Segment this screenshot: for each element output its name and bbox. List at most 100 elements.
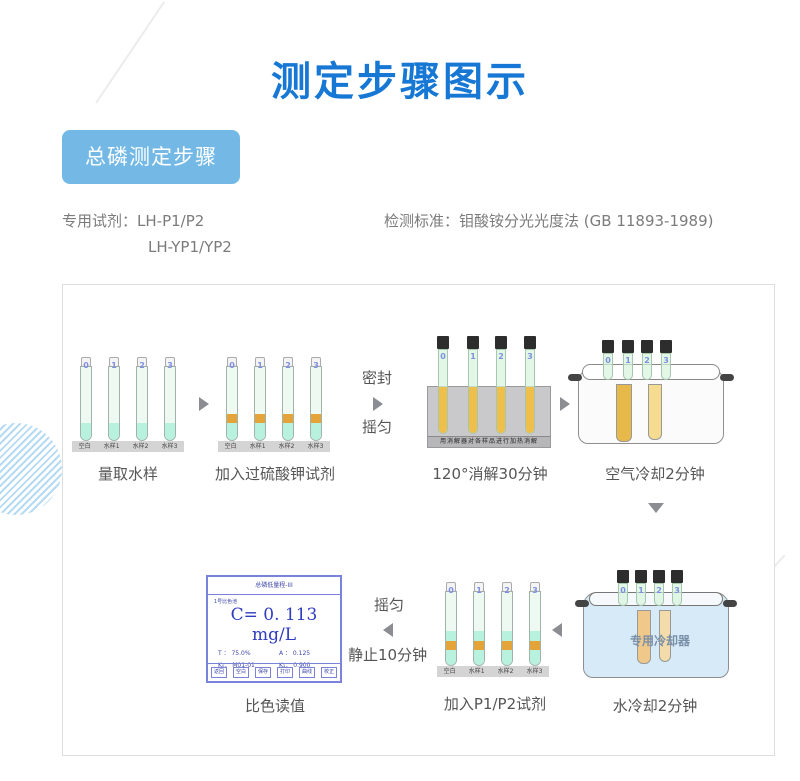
tube-number: 1 (257, 361, 263, 370)
reagent-2: LH-YP1/YP2 (148, 238, 232, 256)
tube-glass (108, 366, 120, 441)
screen-a: A ： 0.125 (279, 650, 311, 657)
reagent-band (283, 414, 293, 423)
reagent-band (311, 414, 321, 423)
rack-label: 水样2 (278, 443, 295, 450)
step-3-label: 120°消解30分钟 (432, 465, 548, 483)
tube-glass (473, 591, 485, 666)
step-5-label: 水冷却2分钟 (612, 697, 698, 715)
rack-label: 水样3 (161, 443, 178, 450)
screen-buttons: 返回 空白 保存 打印 曲线 校正 (208, 663, 340, 681)
water-cooling-basin: 专用冷却器 0 1 2 3 (575, 570, 737, 680)
test-tube: 2 (282, 357, 294, 441)
screen-button-print[interactable]: 打印 (276, 667, 293, 678)
tube-glass (80, 366, 92, 441)
test-tube: 3 (164, 357, 176, 441)
reagent-band (227, 414, 237, 423)
arrow-left-icon (552, 623, 562, 637)
cooling-tube: 2 (653, 570, 665, 606)
tube-number: 2 (285, 361, 291, 370)
cooling-tube: 1 (635, 570, 647, 606)
reagent-band (446, 641, 456, 650)
test-tube: 1 (473, 582, 485, 666)
tube-glass (164, 366, 176, 441)
tube-glass (226, 366, 238, 441)
tube-number: 3 (167, 361, 173, 370)
tube-number: 0 (83, 361, 89, 370)
arrow-right-icon (199, 397, 209, 411)
tube-number: 3 (532, 586, 538, 595)
shake-text-2: 摇匀 (374, 596, 405, 614)
tube-liquid (109, 423, 119, 440)
rack-label: 空白 (443, 668, 456, 675)
tube-cap (227, 357, 237, 367)
reagent-band (474, 641, 484, 650)
tube-number: 0 (229, 361, 235, 370)
tube-glass (136, 366, 148, 441)
tube-cap (81, 357, 91, 367)
digest-tube: 3 (524, 336, 536, 434)
test-tube: 0 (80, 357, 92, 441)
rack-label: 水样1 (468, 668, 485, 675)
rack-label: 水样2 (497, 668, 514, 675)
shake-text: 摇匀 (362, 418, 393, 436)
tube-glass (310, 366, 322, 441)
screen-button-calibrate[interactable]: 校正 (320, 667, 337, 678)
tube-number: 0 (448, 586, 454, 595)
tube-cap (530, 582, 540, 592)
reagent-band (502, 641, 512, 650)
reagent-band (530, 641, 540, 650)
step-7-label: 比色读值 (244, 697, 305, 715)
tube-cap (311, 357, 321, 367)
test-tube: 1 (254, 357, 266, 441)
tube-cap (255, 357, 265, 367)
tube-number: 1 (111, 361, 117, 370)
tube-glass (501, 591, 513, 666)
tube-liquid (165, 423, 175, 440)
cooling-tube: 3 (671, 570, 683, 606)
tube-liquid (137, 423, 147, 440)
air-cooling-basin: 0 1 2 3 (568, 340, 734, 446)
screen-button-back[interactable]: 返回 (210, 667, 227, 678)
screen-t: T ： 75.0% (218, 650, 251, 657)
step-2-label: 加入过硫酸钾试剂 (214, 465, 335, 483)
tube-glass (445, 591, 457, 666)
rack-label: 空白 (224, 443, 237, 450)
tube-liquid (81, 423, 91, 440)
screen-header: 总磷低量程-III (208, 577, 340, 595)
tube-glass (282, 366, 294, 441)
tube-cap (109, 357, 119, 367)
page-title: 测定步骤图示 (271, 58, 529, 105)
tube-cap (283, 357, 293, 367)
standard-label: 检测标准： (384, 212, 460, 230)
screen-concentration: C= 0. 113 mg/L (230, 605, 318, 645)
reagent-label: 专用试剂： (62, 212, 138, 230)
rack-label: 空白 (78, 443, 91, 450)
screen-button-curve[interactable]: 曲线 (298, 667, 315, 678)
digest-tube: 1 (467, 336, 479, 434)
standard-info: 检测标准：钼酸铵分光光度法 (GB 11893-1989) (384, 208, 713, 234)
tube-number: 2 (504, 586, 510, 595)
test-tube: 3 (529, 582, 541, 666)
test-tube: 1 (108, 357, 120, 441)
cooling-tube: 2 (641, 340, 653, 380)
screen-button-blank[interactable]: 空白 (232, 667, 249, 678)
screen-button-save[interactable]: 保存 (254, 667, 271, 678)
rack-label: 水样1 (103, 443, 120, 450)
arrow-left-icon (383, 623, 393, 637)
test-tube: 2 (501, 582, 513, 666)
heater-caption: 用消解器对各样品进行加热消解 (428, 436, 550, 447)
cooling-tube: 3 (660, 340, 672, 380)
test-tube: 3 (310, 357, 322, 441)
standard-value: 钼酸铵分光光度法 (GB 11893-1989) (459, 212, 714, 230)
rack-label: 水样1 (249, 443, 266, 450)
reagent-band (255, 414, 265, 423)
seal-text: 密封 (362, 369, 393, 387)
digest-tube: 0 (437, 336, 449, 434)
tube-glass (529, 591, 541, 666)
cooling-tube: 0 (617, 570, 629, 606)
